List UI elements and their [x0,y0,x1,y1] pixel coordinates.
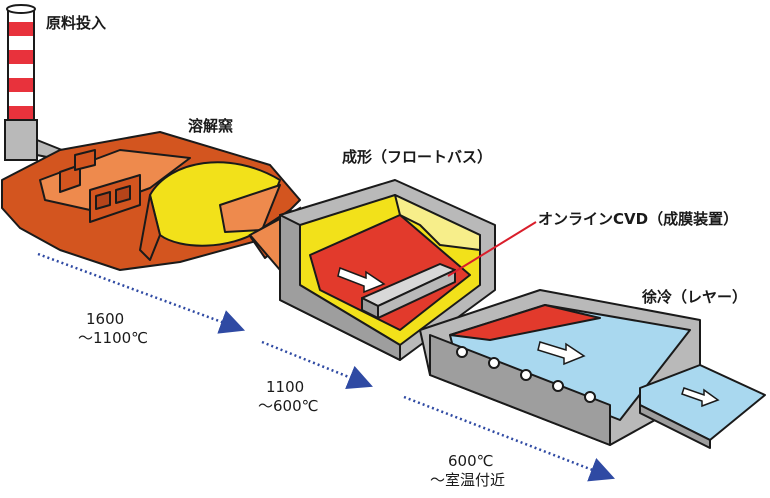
temp-range-2-start: 1100 [266,378,305,396]
temp-range-3-start: 600℃ [448,452,494,470]
float-flow-arrow [337,266,386,294]
cvd-leader-line [447,221,537,277]
forming-label: 成形（フロートバス） [342,148,493,166]
annealing-label: 徐冷（レヤー） [642,288,748,306]
chimney [4,4,63,162]
temp-arrow-1 [37,252,246,334]
cvd-unit [361,263,456,319]
sheet-flow-arrow [681,387,720,408]
lehr-flow-arrow [537,341,586,366]
temp-range-1: 1600 ～1100℃ [78,310,148,348]
raw-input-label: 原料投入 [46,14,107,32]
temp-range-2-end: ～600℃ [258,397,319,415]
melting-furnace-label: 溶解窯 [188,117,234,135]
temp-range-1-start: 1600 [86,310,125,328]
temp-arrow-2 [261,340,373,390]
cvd-label: オンラインCVD（成膜装置） [538,210,739,228]
temp-range-1-end: ～1100℃ [78,329,149,347]
annealing-lehr [419,289,701,446]
temp-range-2: 1100 ～600℃ [258,378,318,416]
temp-range-3-end: ～室温付近 [430,471,506,489]
float-bath [279,179,496,361]
temp-arrow-3 [403,395,615,482]
temp-range-3: 600℃ ～室温付近 [430,452,505,490]
